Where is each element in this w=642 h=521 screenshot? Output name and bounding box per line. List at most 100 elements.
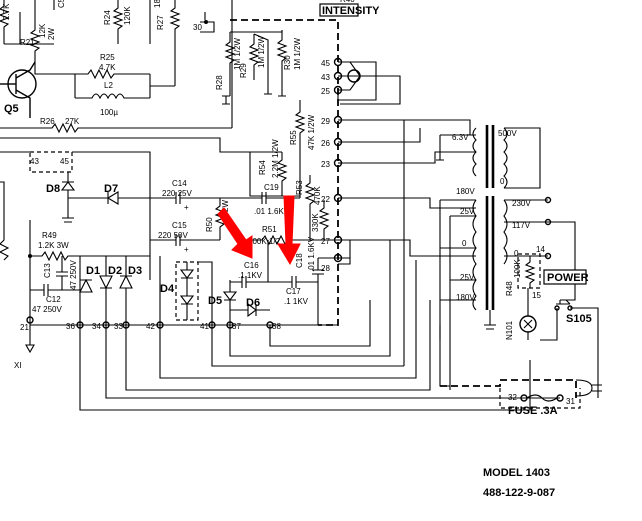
d5-diode: D5 xyxy=(208,280,238,325)
svg-text:29: 29 xyxy=(321,117,330,126)
svg-text:C5: C5 xyxy=(57,0,66,8)
svg-text:D6: D6 xyxy=(246,297,260,309)
svg-text:33: 33 xyxy=(114,322,123,331)
svg-text:D7: D7 xyxy=(104,183,118,195)
svg-text:R24: R24 xyxy=(103,10,112,25)
svg-text:470K: 470K xyxy=(313,186,322,205)
red-arrow-left xyxy=(217,207,253,259)
svg-text:.01 1.6KV: .01 1.6KV xyxy=(307,236,316,272)
svg-text:R50: R50 xyxy=(205,217,214,232)
r25-resistor: R25 4.7K xyxy=(75,53,150,80)
svg-text:32: 32 xyxy=(508,393,517,402)
r30-resistor: R30 1M 1/2W xyxy=(276,30,302,78)
svg-text:30: 30 xyxy=(193,23,202,32)
svg-text:R30: R30 xyxy=(283,55,292,70)
c15-capacitor: C15 220 50V + xyxy=(150,221,220,254)
d7-diode: D7 xyxy=(68,183,150,205)
svg-text:R21: R21 xyxy=(20,38,35,47)
svg-text:1.2K 3W: 1.2K 3W xyxy=(38,241,69,250)
svg-text:38: 38 xyxy=(272,322,281,331)
svg-text:.1 1KV: .1 1KV xyxy=(284,297,309,306)
d4-diode: D4 xyxy=(160,262,195,320)
n101-neon-lamp: N101 xyxy=(505,315,537,340)
d8-diode: D8 xyxy=(46,172,76,198)
c14-capacitor: C14 220 25V + xyxy=(150,179,220,212)
r49-resistor: R49 1.2K 3W xyxy=(30,231,150,262)
svg-text:L2: L2 xyxy=(104,81,113,90)
d6-diode: D6 xyxy=(230,297,270,318)
svg-text:27K: 27K xyxy=(65,117,80,126)
svg-text:R51: R51 xyxy=(262,225,277,234)
svg-text:25: 25 xyxy=(321,87,330,96)
svg-text:1M 1/2W: 1M 1/2W xyxy=(257,36,266,68)
svg-text:26: 26 xyxy=(321,139,330,148)
svg-text:R54: R54 xyxy=(258,160,267,175)
r54-resistor: R54 2.2M 1/2W xyxy=(258,139,288,196)
svg-text:14: 14 xyxy=(536,245,545,254)
l2-inductor: L2 100µ xyxy=(75,81,150,117)
r28-resistor: R28 1M 1/2W xyxy=(215,32,242,96)
svg-text:R27: R27 xyxy=(156,15,165,30)
svg-text:+: + xyxy=(184,245,189,254)
svg-text:23: 23 xyxy=(321,160,330,169)
svg-text:43: 43 xyxy=(30,157,39,166)
c19-capacitor: C19 .01 1.6KV xyxy=(220,183,300,216)
svg-text:25V: 25V xyxy=(460,207,475,216)
svg-text:22: 22 xyxy=(321,195,330,204)
svg-text:R29: R29 xyxy=(239,63,248,78)
r21-resistor: R21 12K 2W xyxy=(20,0,56,62)
svg-text:R55: R55 xyxy=(289,130,298,145)
svg-text:488-122-9-087: 488-122-9-087 xyxy=(483,487,555,499)
svg-text:R49: R49 xyxy=(42,231,57,240)
d2-diode: D2 xyxy=(99,256,122,325)
c13-capacitor: C13 47 250V xyxy=(43,256,78,290)
svg-text:15: 15 xyxy=(532,291,541,300)
svg-text:S105: S105 xyxy=(566,313,592,325)
r48-dashed-box xyxy=(517,253,541,289)
svg-text:R25: R25 xyxy=(100,53,115,62)
svg-text:R26: R26 xyxy=(40,117,55,126)
svg-text:4.7K: 4.7K xyxy=(99,63,116,72)
intensity-label-box xyxy=(319,3,359,17)
svg-text:R53: R53 xyxy=(295,180,304,195)
d3-diode: D3 xyxy=(119,256,142,325)
svg-text:D8: D8 xyxy=(46,183,60,195)
r27-resistor: R27 180 xyxy=(153,0,181,86)
svg-text:2W: 2W xyxy=(221,200,230,212)
svg-text:Q5: Q5 xyxy=(4,103,19,115)
svg-text:27: 27 xyxy=(321,237,330,246)
svg-text:C19: C19 xyxy=(264,183,279,192)
svg-text:N101: N101 xyxy=(505,320,514,340)
connector-nodes: 45 43 25 29 26 23 22 27 28 xyxy=(321,57,343,273)
svg-text:C13: C13 xyxy=(43,263,52,278)
svg-text:45: 45 xyxy=(60,157,69,166)
svg-text:180V: 180V xyxy=(456,187,475,196)
svg-text:D3: D3 xyxy=(128,265,142,277)
svg-text:D1: D1 xyxy=(86,265,100,277)
svg-text:R48: R48 xyxy=(505,281,514,296)
red-arrow-right xyxy=(277,195,301,266)
svg-text:117V: 117V xyxy=(512,221,531,230)
svg-text:43: 43 xyxy=(321,73,330,82)
c12-capacitor: C12 47 250V xyxy=(30,284,80,314)
svg-text:220 25V: 220 25V xyxy=(162,189,192,198)
svg-text:1M 1/2W: 1M 1/2W xyxy=(293,38,302,70)
svg-text:120K: 120K xyxy=(123,6,132,25)
svg-text:31: 31 xyxy=(566,397,575,406)
c18-capacitor: C18 .01 1.6KV xyxy=(295,236,324,325)
svg-text:42: 42 xyxy=(146,322,155,331)
model-label: MODEL 1403 488-122-9-087 xyxy=(483,467,555,499)
svg-text:220 50V: 220 50V xyxy=(158,231,188,240)
svg-text:XI: XI xyxy=(14,361,22,370)
r53-resistor: R53 470K xyxy=(295,175,322,240)
intensity-label: INTENSITY xyxy=(322,5,380,17)
d1-diode: D1 xyxy=(79,265,100,293)
r48-resistor: R48 100K xyxy=(505,256,536,296)
svg-text:37: 37 xyxy=(232,322,241,331)
r29-resistor: R29 1M 1/2W xyxy=(239,34,266,80)
svg-text:28: 28 xyxy=(321,264,330,273)
svg-text:25V: 25V xyxy=(460,273,475,282)
svg-text:45: 45 xyxy=(321,59,330,68)
svg-text:500V: 500V xyxy=(498,129,517,138)
svg-text:R28: R28 xyxy=(215,75,224,90)
